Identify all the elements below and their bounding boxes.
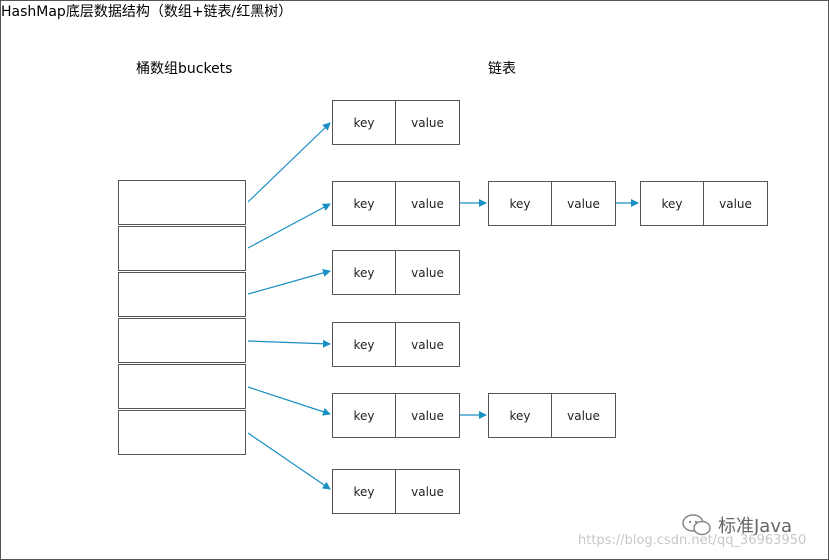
entry-node: key value: [488, 393, 616, 438]
bucket-to-node-arrow: [247, 203, 331, 249]
bucket-to-node-arrow: [247, 269, 331, 295]
entry-node: key value: [332, 469, 460, 514]
entry-node: key value: [332, 322, 460, 367]
node-key: key: [488, 393, 552, 438]
bucket-slot: [118, 318, 246, 363]
entry-node: key value: [332, 250, 460, 295]
node-key: key: [332, 100, 396, 145]
wechat-icon: [682, 514, 711, 536]
node-value: value: [552, 181, 616, 226]
node-key: key: [488, 181, 552, 226]
bucket-to-node-arrow: [247, 339, 331, 348]
linked-list-label: 链表: [488, 61, 516, 77]
node-key: key: [640, 181, 704, 226]
bucket-slot: [118, 410, 246, 455]
node-key: key: [332, 322, 396, 367]
bucket-to-node-arrow: [247, 386, 331, 416]
bucket-slot: [118, 364, 246, 409]
node-key: key: [332, 250, 396, 295]
bucket-slot: [118, 226, 246, 271]
node-key: key: [332, 469, 396, 514]
entry-node: key value: [488, 181, 616, 226]
watermark-url: https://blog.csdn.net/qq_36963950: [578, 533, 807, 548]
node-value: value: [704, 181, 768, 226]
node-value: value: [396, 100, 460, 145]
diagram-title: HashMap底层数据结构（数组+链表/红黑树）: [1, 4, 293, 20]
node-key: key: [332, 393, 396, 438]
node-value: value: [396, 393, 460, 438]
bucket-to-node-arrow: [247, 432, 331, 490]
node-value: value: [396, 469, 460, 514]
watermark-brand: 标准Java: [682, 512, 792, 538]
entry-node: key value: [332, 100, 460, 145]
entry-node: key value: [332, 393, 460, 438]
bucket-slot: [118, 272, 246, 317]
bucket-to-node-arrow: [247, 122, 331, 203]
entry-node: key value: [332, 181, 460, 226]
node-value: value: [396, 181, 460, 226]
node-key: key: [332, 181, 396, 226]
entry-node: key value: [640, 181, 768, 226]
node-value: value: [396, 250, 460, 295]
watermark-brand-text: 标准Java: [718, 516, 793, 537]
node-value: value: [552, 393, 616, 438]
node-value: value: [396, 322, 460, 367]
bucket-slot: [118, 180, 246, 225]
bucket-array-label: 桶数组buckets: [136, 61, 233, 77]
